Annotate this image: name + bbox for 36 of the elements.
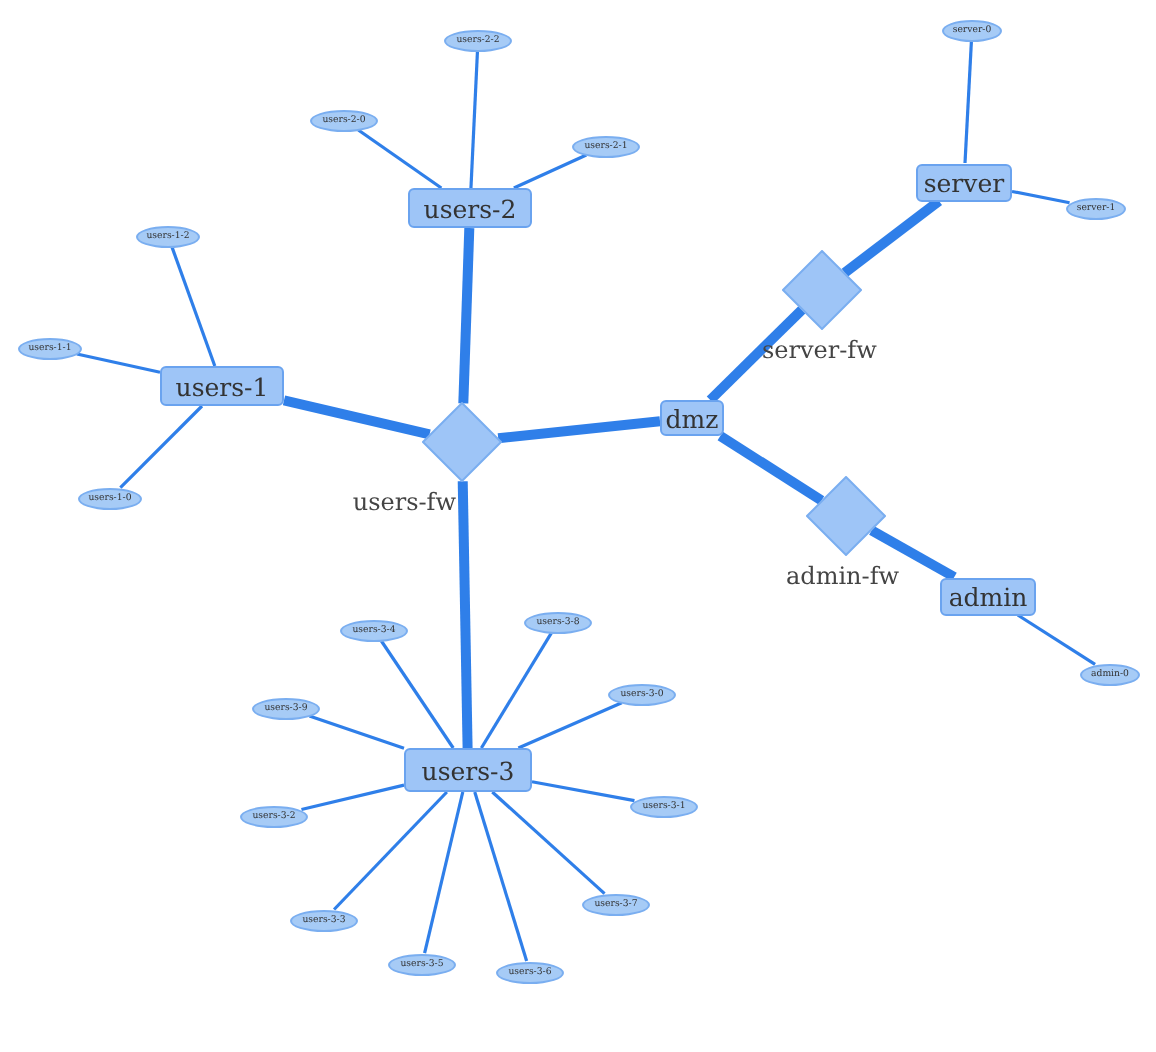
connector-line — [76, 352, 161, 374]
network-node-box: admin — [940, 577, 1036, 615]
connector-line — [963, 40, 973, 164]
connector-line — [379, 639, 455, 749]
connector-line — [717, 431, 825, 505]
connector-line — [491, 790, 606, 895]
connector-line — [469, 50, 480, 189]
network-node-box: dmz — [660, 400, 724, 436]
connector-line — [170, 246, 217, 367]
connector-line — [332, 790, 449, 911]
connector-line — [357, 128, 443, 190]
connector-line — [1016, 613, 1096, 666]
connector-line — [301, 783, 405, 812]
connector-line — [513, 153, 587, 190]
connector-line — [423, 791, 465, 954]
network-node-box: users-2 — [408, 188, 532, 228]
connector-line — [473, 791, 529, 962]
network-node-box: server — [916, 163, 1012, 201]
network-node-box: users-3 — [404, 748, 532, 792]
connector-line — [531, 780, 635, 803]
connector-line — [517, 701, 623, 750]
connector-line — [458, 227, 475, 404]
connector-line — [282, 395, 431, 440]
connector-line — [308, 714, 405, 750]
connector-line — [480, 631, 553, 749]
connector-line — [119, 404, 204, 489]
node-label: users-fw — [352, 488, 456, 516]
node-label: server-fw — [762, 336, 877, 364]
connector-line — [497, 416, 661, 444]
node-label: admin-fw — [786, 562, 900, 590]
network-node-box: users-1 — [160, 366, 284, 406]
connector-line — [1011, 189, 1070, 205]
connector-line — [869, 526, 957, 582]
connector-line — [457, 481, 473, 749]
connector-line — [706, 306, 806, 404]
connector-line — [841, 197, 943, 277]
